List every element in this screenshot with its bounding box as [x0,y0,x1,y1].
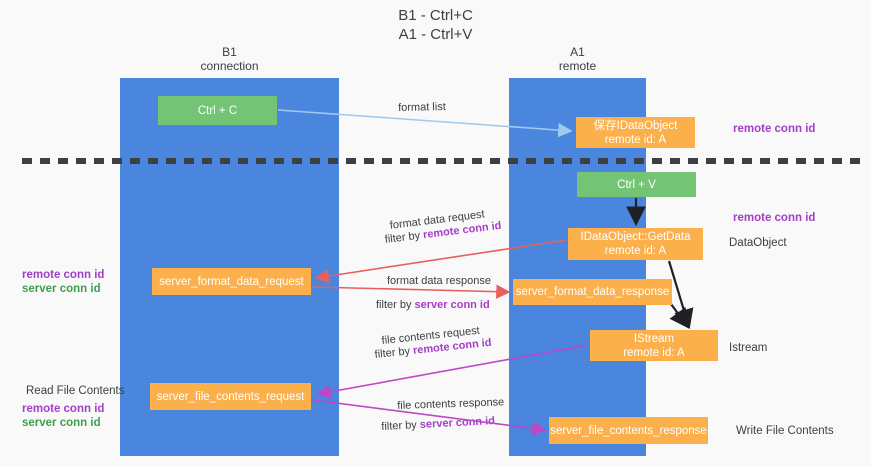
annotation-left-remote-conn-id-1: remote conn id [22,269,105,281]
edge-label-format-data-response-text: format data response [387,275,491,287]
column-header-a1-name: A1 [570,45,585,59]
node-server-file-contents-response-label: server_file_contents_response [550,424,707,437]
annotation-remote-conn-id-top-text: remote conn id [733,123,816,135]
arrow-format-data-response [312,284,511,299]
node-getdata-line1: IDataObject::GetData [580,231,691,243]
node-ctrl-c-label: Ctrl + C [197,104,238,117]
annotation-read-file-contents-text: Read File Contents [26,385,125,397]
node-server-format-data-response[interactable]: server_format_data_response [513,279,672,305]
annotation-left-remote-conn-id-2: remote conn id [22,403,105,415]
annotation-read-file-contents: Read File Contents [26,384,124,398]
annotation-left-conn-ids-2: remote conn id server conn id [22,402,104,430]
node-server-file-contents-request-label: server_file_contents_request [156,390,305,403]
arrow-format-list [277,109,573,138]
annotation-remote-conn-id-mid: remote conn id [733,211,815,225]
title-line-1: B1 - Ctrl+C [398,7,473,24]
annotation-left-conn-ids-1: remote conn id server conn id [22,268,104,296]
arrow-file-contents-response [312,399,547,436]
node-istream-text: IStream remote id: A [623,332,684,360]
node-server-file-contents-response[interactable]: server_file_contents_response [549,417,708,444]
arrow-format-data-request [314,239,567,284]
annotation-write-file-contents-text: Write File Contents [736,425,834,437]
annotation-istream-text: Istream [729,342,768,354]
annotation-remote-conn-id-mid-text: remote conn id [733,212,816,224]
edge-label-format-data-response-filter: filter by server conn id [376,298,490,312]
page-title: B1 - Ctrl+C A1 - Ctrl+V [0,6,871,44]
node-idataobject[interactable]: 保存IDataObject remote id: A [576,117,695,148]
filter-prefix: filter by [376,299,415,311]
edge-label-format-data-response: format data response [387,274,491,288]
node-ctrl-v-label: Ctrl + V [617,178,656,191]
node-getdata-line2: remote id: A [604,245,667,257]
node-idataobject-line2: remote id: A [604,133,667,146]
section-divider [22,158,864,164]
node-idataobject-getdata[interactable]: IDataObject::GetData remote id: A [568,228,703,260]
node-istream[interactable]: IStream remote id: A [590,330,718,361]
node-server-file-contents-request[interactable]: server_file_contents_request [150,383,311,410]
node-istream-line1: IStream [633,332,675,345]
annotation-istream: Istream [729,341,767,355]
node-getdata-text: IDataObject::GetData remote id: A [581,230,691,258]
column-header-b1-name: B1 [222,45,237,59]
node-ctrl-v[interactable]: Ctrl + V [577,172,696,197]
column-header-b1-role: connection [200,59,259,73]
title-line-2: A1 - Ctrl+V [398,26,473,43]
filter-key-server-conn-id: server conn id [414,299,490,311]
annotation-left-server-conn-id-1: server conn id [22,283,101,295]
column-header-a1-role: remote [558,59,597,73]
node-server-format-data-response-label: server_format_data_response [515,286,670,298]
annotation-dataobject-text: DataObject [729,237,787,249]
node-idataobject-line1: 保存IDataObject [593,119,678,132]
annotation-left-server-conn-id-2: server conn id [22,417,101,429]
node-ctrl-c[interactable]: Ctrl + C [158,96,277,125]
arrow-file-contents-request [316,344,589,399]
node-istream-line2: remote id: A [623,346,685,359]
annotation-dataobject: DataObject [729,236,787,250]
annotation-remote-conn-id-top: remote conn id [733,122,815,136]
node-server-format-data-request-label: server_format_data_request [159,275,304,288]
column-header-a1: A1 remote [509,45,646,73]
column-header-b1: B1 connection [120,45,339,73]
node-idataobject-text: 保存IDataObject remote id: A [594,119,678,147]
annotation-write-file-contents: Write File Contents [736,424,834,438]
node-server-format-data-request[interactable]: server_format_data_request [152,268,311,295]
arrow-getdata-to-istream [667,260,694,330]
